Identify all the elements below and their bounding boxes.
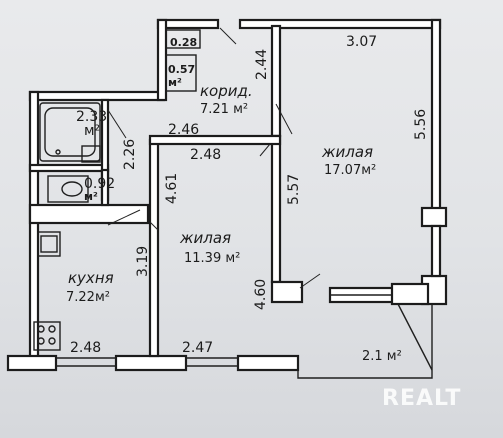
wall-bath-bottom xyxy=(28,163,110,173)
closet2-area-unit: м² xyxy=(168,76,182,89)
entry-door-swing xyxy=(219,27,237,45)
wall-balcony-pier xyxy=(390,282,430,306)
closet1-box xyxy=(165,29,201,49)
dim-5-56: 5.56 xyxy=(413,109,429,140)
wall-living-left-lower xyxy=(270,134,282,284)
room-living-large-area: 17.07м² xyxy=(324,163,376,178)
stove xyxy=(33,321,61,351)
bath-door-swing xyxy=(107,109,127,139)
room-living-large-name: жилая xyxy=(321,143,373,161)
balcony-door-swing xyxy=(299,273,321,289)
bathtub-inner xyxy=(44,107,96,157)
wall-bottom-seg2 xyxy=(114,354,188,372)
dim-4-61: 4.61 xyxy=(164,173,180,204)
wall-right-pier-top xyxy=(420,206,448,228)
small-room-mark xyxy=(149,221,159,231)
bathtub-drain xyxy=(55,149,61,155)
stove-burner-2 xyxy=(48,325,56,333)
wall-bottom-seg3 xyxy=(236,354,300,372)
bath-sink xyxy=(81,145,101,163)
balcony-outline xyxy=(297,304,433,379)
kitchen-sink xyxy=(37,231,61,257)
room-kitchen-name: кухня xyxy=(68,269,114,287)
dim-2-44: 2.44 xyxy=(254,49,270,80)
room-living-small-area: 11.39 м² xyxy=(184,251,240,266)
bathtub xyxy=(39,102,101,162)
room-kitchen-area: 7.22м² xyxy=(66,290,110,305)
dim-3-07: 3.07 xyxy=(346,34,377,50)
toilet xyxy=(61,181,83,197)
dim-2-26: 2.26 xyxy=(122,139,138,170)
wall-living-left-upper xyxy=(270,24,282,138)
wall-left-step xyxy=(28,90,166,102)
dim-2-48-mid: 2.48 xyxy=(190,147,221,163)
dim-3-19: 3.19 xyxy=(135,246,151,277)
room-wc-area-unit: м² xyxy=(84,190,98,203)
room-living-small-name: жилая xyxy=(179,229,231,247)
dim-2-46: 2.46 xyxy=(168,122,199,138)
stove-burner-1 xyxy=(37,325,45,333)
stove-burner-4 xyxy=(48,337,56,345)
kitchen-door-swing xyxy=(107,209,141,226)
wall-top-right xyxy=(238,18,442,30)
stove-burner-3 xyxy=(37,337,45,345)
closet1-label: 0.28 xyxy=(170,36,197,49)
wc-box xyxy=(47,175,89,203)
balcony-area: 2.1 м² xyxy=(362,349,402,364)
wall-small-room-left xyxy=(148,138,160,358)
room-bath-area-unit: м² xyxy=(84,123,100,139)
wall-kitchen-top xyxy=(28,203,150,225)
wall-living-pier xyxy=(270,280,304,304)
room-bath-area-num: 2.33 xyxy=(76,109,107,125)
wall-small-room-top xyxy=(148,134,282,146)
wall-outer-right xyxy=(430,18,442,227)
dim-4-60: 4.60 xyxy=(253,279,269,310)
room-corridor-area: 7.21 м² xyxy=(200,102,248,117)
dim-2-48-bottom: 2.48 xyxy=(70,340,101,356)
wall-bottom-seg1 xyxy=(6,354,58,372)
realt-watermark: REALT xyxy=(382,386,462,411)
closet2-box xyxy=(165,54,197,92)
wall-right-lower xyxy=(430,224,442,278)
closet2-area-num: 0.57 xyxy=(168,63,195,76)
small-room-door-swing xyxy=(259,143,271,157)
room-wc-area-num: 0.92 xyxy=(84,176,115,192)
wall-wc-right xyxy=(100,168,110,207)
dim-2-47: 2.47 xyxy=(182,340,213,356)
room-corridor-name: корид. xyxy=(200,82,253,100)
wall-closet-left xyxy=(156,18,168,102)
living-door-swing xyxy=(275,103,293,135)
dim-5-57: 5.57 xyxy=(286,174,302,205)
kitchen-sink-bowl xyxy=(40,235,58,253)
balcony-diagonal xyxy=(397,303,433,371)
